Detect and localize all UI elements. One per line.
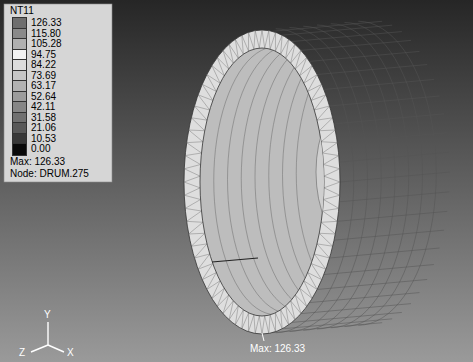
- legend-swatch: [13, 29, 26, 40]
- axis-triad: [31, 322, 64, 352]
- legend-swatch: [13, 113, 26, 124]
- legend-swatch: [13, 134, 26, 145]
- legend-swatch: [13, 81, 26, 92]
- legend-value: 105.28: [31, 38, 62, 49]
- variable-name: NT11: [10, 5, 34, 16]
- max-marker-label: Max: 126.33: [250, 343, 305, 354]
- legend-value: 94.75: [31, 49, 56, 60]
- legend-value: 126.33: [31, 17, 62, 28]
- legend-swatch: [13, 71, 26, 82]
- legend-value: 115.80: [31, 28, 61, 39]
- legend-value: 73.69: [31, 70, 56, 81]
- legend-swatch: [13, 60, 26, 71]
- max-leader: [262, 333, 264, 341]
- legend-swatch: [13, 39, 26, 50]
- legend-swatch: [13, 50, 26, 61]
- legend-value: 31.58: [31, 112, 56, 123]
- axis-label: Z: [19, 347, 25, 358]
- legend-value: 52.64: [31, 91, 56, 102]
- legend-swatch: [13, 102, 26, 113]
- legend-value: 10.53: [31, 133, 56, 144]
- axis-label: Y: [44, 309, 51, 320]
- max-value: Max: 126.33: [10, 156, 65, 167]
- legend-swatch: [13, 144, 26, 155]
- legend-value: 0.00: [31, 143, 50, 154]
- legend-value: 84.22: [31, 59, 56, 70]
- legend-value: 42.11: [31, 101, 55, 112]
- axis-label: X: [67, 347, 74, 358]
- legend-swatch: [13, 92, 26, 103]
- legend-value: 21.06: [31, 122, 56, 133]
- legend-panel: [4, 4, 112, 182]
- drum-mesh: [184, 21, 450, 334]
- legend-swatch: [13, 18, 26, 29]
- max-node: Node: DRUM.275: [10, 168, 89, 179]
- legend-swatch: [13, 123, 26, 134]
- legend-value: 63.17: [31, 80, 56, 91]
